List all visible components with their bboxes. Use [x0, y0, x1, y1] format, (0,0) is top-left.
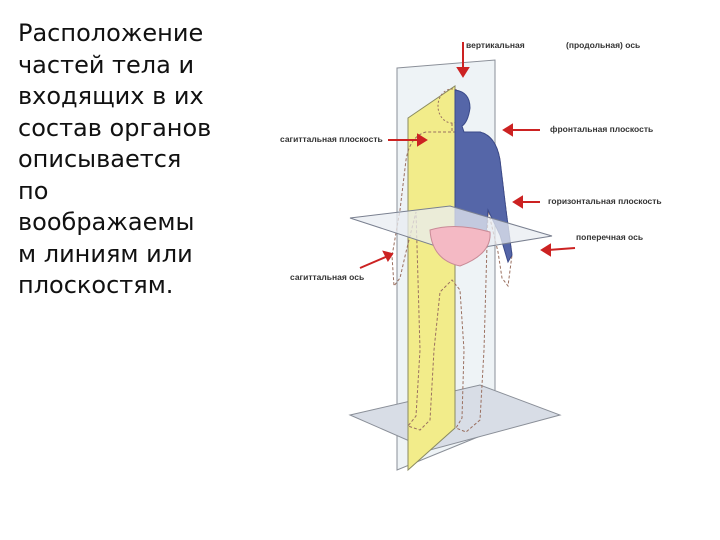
- body-planes-illustration: [348, 42, 576, 472]
- label-transverse-axis: поперечная ось: [576, 232, 644, 242]
- label-arrows: [359, 42, 576, 269]
- label-horizontal-plane: горизонтальная плоскость: [548, 196, 662, 206]
- text-line-1: Расположение: [18, 19, 204, 47]
- text-line-3: входящих в их: [18, 82, 204, 110]
- label-sagittal-axis: сагиттальная ось: [290, 272, 365, 282]
- text-line-5: описывается: [18, 145, 182, 173]
- label-vertical-axis: вертикальная: [466, 40, 525, 50]
- text-line-7: воображаемы: [18, 208, 195, 236]
- body-planes-figure: вертикальная (продольная) ось сагиттальн…: [280, 30, 700, 490]
- label-longitudinal-axis: (продольная) ось: [566, 40, 641, 50]
- label-frontal-plane: фронтальная плоскость: [550, 124, 654, 134]
- text-line-9: плоскостям.: [18, 271, 174, 299]
- text-line-2: частей тела и: [18, 50, 195, 79]
- sagittal-plane: [407, 85, 456, 472]
- label-sagittal-plane: сагиттальная плоскость: [280, 134, 383, 144]
- text-line-6: по: [18, 176, 49, 205]
- horizontal-section: [429, 226, 491, 267]
- text-line-4: состав органов: [18, 113, 212, 142]
- slide-text-block: Расположение частей тела и входящих в их…: [18, 18, 233, 302]
- text-line-8: м линиям или: [18, 239, 193, 268]
